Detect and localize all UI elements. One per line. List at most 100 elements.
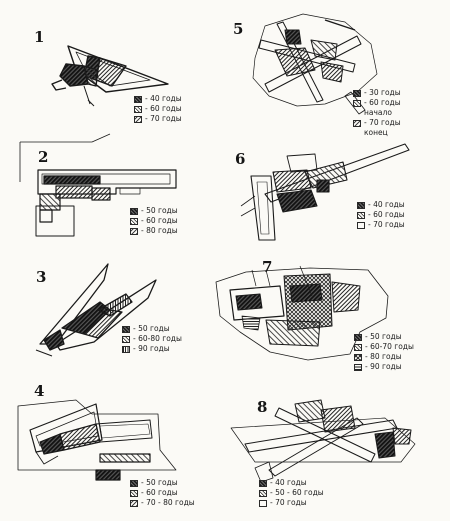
legend-item: - 40 годы <box>134 94 182 104</box>
plan-7-legend: - 50 годы - 60-70 годы - 80 годы - 90 го… <box>354 332 414 372</box>
legend-item: - 40 годы <box>259 478 324 488</box>
hatch-swatch <box>122 345 130 353</box>
hatch-swatch <box>259 479 267 487</box>
legend-label: - 50 годы <box>133 324 170 333</box>
legend-label: - 40 годы <box>270 478 307 487</box>
legend-label: конец <box>364 128 388 137</box>
plan-7: 7 - 50 годы - 60-70 годы - 80 годы - 90 … <box>200 256 450 386</box>
plan-number: 3 <box>36 268 47 286</box>
plan-2: 2 - 50 годы - 60 годы - 80 годы <box>0 133 225 256</box>
plan-4-sketch <box>17 399 177 481</box>
plan-2-sketch <box>19 133 177 237</box>
legend-label: - 50 годы <box>365 332 402 341</box>
legend-label: - 70 годы <box>368 220 405 229</box>
legend-item: - 90 годы <box>122 344 182 354</box>
plan-8-legend: - 40 годы - 50 - 60 годы - 70 годы <box>259 478 324 508</box>
plan-3-sketch <box>35 263 157 357</box>
plan-number: 7 <box>262 258 273 276</box>
plan-number: 4 <box>34 382 45 400</box>
hatch-swatch <box>357 221 365 229</box>
hatch-swatch <box>353 119 361 127</box>
plan-number: 6 <box>235 150 246 168</box>
hatch-swatch <box>357 211 365 219</box>
legend-label: - 60 годы <box>141 488 178 497</box>
legend-item: - 60 годы <box>357 210 405 220</box>
plan-number: 1 <box>34 28 45 46</box>
plan-number: 8 <box>257 398 268 416</box>
hatch-swatch <box>354 333 362 341</box>
hatch-swatch <box>354 343 362 351</box>
plan-5-sketch <box>252 13 378 115</box>
hatch-swatch <box>134 95 142 103</box>
legend-label: - 60 годы <box>364 98 401 107</box>
hatch-swatch <box>130 479 138 487</box>
legend-label: - 70 - 80 годы <box>141 498 195 507</box>
plan-6: 6 - 40 годы - 60 годы - 70 годы <box>225 136 450 258</box>
hatch-swatch <box>130 207 138 215</box>
legend-label: - 50 годы <box>141 206 178 215</box>
legend-label: - 90 годы <box>133 344 170 353</box>
plan-7-sketch <box>215 265 389 361</box>
hatch-swatch <box>134 105 142 113</box>
legend-item: - 60 годы <box>134 104 182 114</box>
hatch-swatch <box>259 499 267 507</box>
legend-label: - 40 годы <box>145 94 182 103</box>
hatch-swatch <box>354 363 362 371</box>
plan-6-legend: - 40 годы - 60 годы - 70 годы <box>357 200 405 230</box>
plan-number: 2 <box>38 148 49 166</box>
hatch-swatch <box>122 335 130 343</box>
plan-5-legend: - 30 годы - 60 годы начало - 70 годы кон… <box>353 88 401 138</box>
legend-item: - 60 годы <box>353 98 401 108</box>
hatch-swatch <box>130 489 138 497</box>
hatch-swatch <box>353 99 361 107</box>
legend-label: - 50 - 60 годы <box>270 488 324 497</box>
plan-3: 3 - 50 годы - 60-80 годы - 90 годы <box>0 258 225 378</box>
legend-item: начало <box>353 108 401 118</box>
legend-item: - 60 годы <box>130 216 178 226</box>
hatch-swatch <box>357 201 365 209</box>
legend-label: - 60 годы <box>368 210 405 219</box>
plan-2-legend: - 50 годы - 60 годы - 80 годы <box>130 206 178 236</box>
plan-3-legend: - 50 годы - 60-80 годы - 90 годы <box>122 324 182 354</box>
legend-item: - 60 годы <box>130 488 195 498</box>
legend-label: - 70 годы <box>270 498 307 507</box>
hatch-swatch <box>130 227 138 235</box>
legend-label: - 70 годы <box>145 114 182 123</box>
hatch-swatch <box>259 489 267 497</box>
legend-item: - 70 годы <box>353 118 401 128</box>
plan-1-legend: - 40 годы - 60 годы - 70 годы <box>134 94 182 124</box>
plan-1: 1 - 40 годы - 60 годы - 70 годы <box>0 0 225 140</box>
legend-item: - 50 годы <box>130 478 195 488</box>
legend-label: - 60 годы <box>141 216 178 225</box>
legend-item: конец <box>353 128 401 138</box>
hatch-swatch <box>130 499 138 507</box>
hatch-swatch <box>354 353 362 361</box>
hatch-swatch <box>353 89 361 97</box>
legend-item: - 50 годы <box>354 332 414 342</box>
legend-item: - 40 годы <box>357 200 405 210</box>
legend-label: - 30 годы <box>364 88 401 97</box>
hatch-swatch <box>134 115 142 123</box>
plan-number: 5 <box>233 20 244 38</box>
legend-label: - 60-70 годы <box>365 342 414 351</box>
legend-item: - 50 - 60 годы <box>259 488 324 498</box>
legend-label: - 60 годы <box>145 104 182 113</box>
legend-item: - 60-70 годы <box>354 342 414 352</box>
legend-item: - 90 годы <box>354 362 414 372</box>
legend-item: - 80 годы <box>354 352 414 362</box>
legend-label: - 80 годы <box>365 352 402 361</box>
plan-6-sketch <box>240 143 410 241</box>
legend-label: начало <box>364 108 392 117</box>
hatch-swatch <box>130 217 138 225</box>
plan-4-legend: - 50 годы - 60 годы - 70 - 80 годы <box>130 478 195 508</box>
legend-item: - 50 годы <box>130 206 178 216</box>
legend-item: - 60-80 годы <box>122 334 182 344</box>
legend-item: - 30 годы <box>353 88 401 98</box>
legend-label: - 40 годы <box>368 200 405 209</box>
hatch-swatch <box>122 325 130 333</box>
legend-label: - 50 годы <box>141 478 178 487</box>
legend-item: - 70 - 80 годы <box>130 498 195 508</box>
plan-1-sketch <box>51 45 169 107</box>
plan-8: 8 - 40 годы - 50 - 60 годы - 70 годы <box>225 388 450 521</box>
legend-label: - 90 годы <box>365 362 402 371</box>
